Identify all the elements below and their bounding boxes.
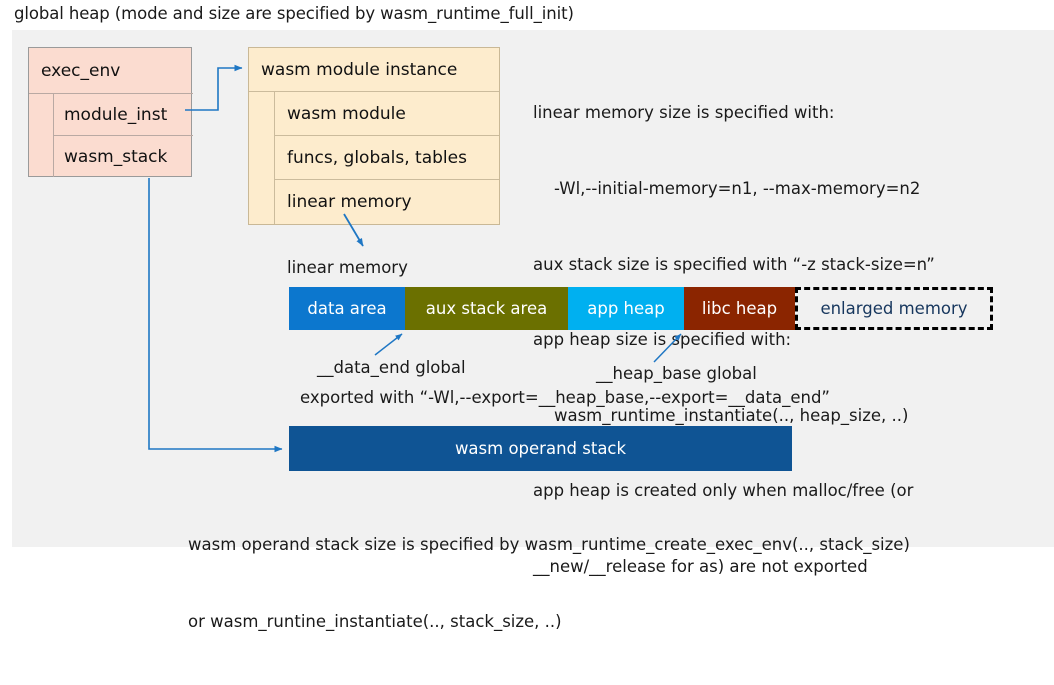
memory-segment-libc-heap: libc heap — [684, 287, 795, 330]
note-line: linear memory size is specified with: — [533, 103, 835, 123]
exec-env-title: exec_env — [29, 48, 193, 94]
wasm-module-instance-field-funcs-globals-tables: funcs, globals, tables — [275, 136, 499, 180]
operand-stack-notes: wasm operand stack size is specified by … — [188, 481, 910, 685]
note-line: -Wl,--initial-memory=n1, --max-memory=n2 — [533, 179, 921, 199]
exec-env-field-module-inst: module_inst — [54, 94, 193, 136]
annotation-exported: exported with “-Wl,--export=__heap_base,… — [300, 388, 830, 407]
memory-segment-app-heap: app heap — [568, 287, 684, 330]
exec-env-gutter — [29, 94, 54, 177]
diagram-canvas: global heap (mode and size are specified… — [12, 4, 1054, 631]
annotation-data-end: __data_end global — [317, 358, 466, 377]
wasm-module-instance-field-wasm-module: wasm module — [275, 92, 499, 136]
memory-segment-data-area: data area — [289, 287, 405, 330]
note-line: wasm_runtime_instantiate(.., heap_size, … — [533, 405, 909, 425]
note-line: aux stack size is specified with “-z sta… — [533, 254, 935, 274]
page-title: global heap (mode and size are specified… — [14, 4, 574, 23]
memory-segment-aux-stack-area: aux stack area — [405, 287, 568, 330]
annotation-heap-base: __heap_base global — [596, 364, 757, 383]
linear-memory-bar: data area aux stack area app heap libc h… — [289, 287, 993, 330]
note-line: or wasm_runtine_instantiate(.., stack_si… — [188, 611, 562, 631]
wasm-module-instance-box: wasm module instance wasm module funcs, … — [248, 47, 500, 225]
wasm-operand-stack-box: wasm operand stack — [289, 426, 792, 471]
linear-memory-notes: linear memory size is specified with: -W… — [533, 50, 1033, 630]
exec-env-field-wasm-stack: wasm_stack — [64, 146, 168, 167]
linear-memory-label: linear memory — [287, 258, 408, 277]
exec-env-box: exec_env module_inst wasm_stack — [28, 47, 193, 177]
wasm-module-instance-gutter — [249, 92, 275, 224]
wasm-module-instance-title: wasm module instance — [249, 48, 499, 92]
memory-segment-enlarged-memory: enlarged memory — [795, 287, 993, 330]
note-line: app heap size is specified with: — [533, 330, 792, 350]
wasm-module-instance-field-linear-memory: linear memory — [287, 192, 412, 212]
note-line: app heap is created only when malloc/fre… — [533, 481, 914, 501]
note-line: wasm operand stack size is specified by … — [188, 535, 910, 554]
